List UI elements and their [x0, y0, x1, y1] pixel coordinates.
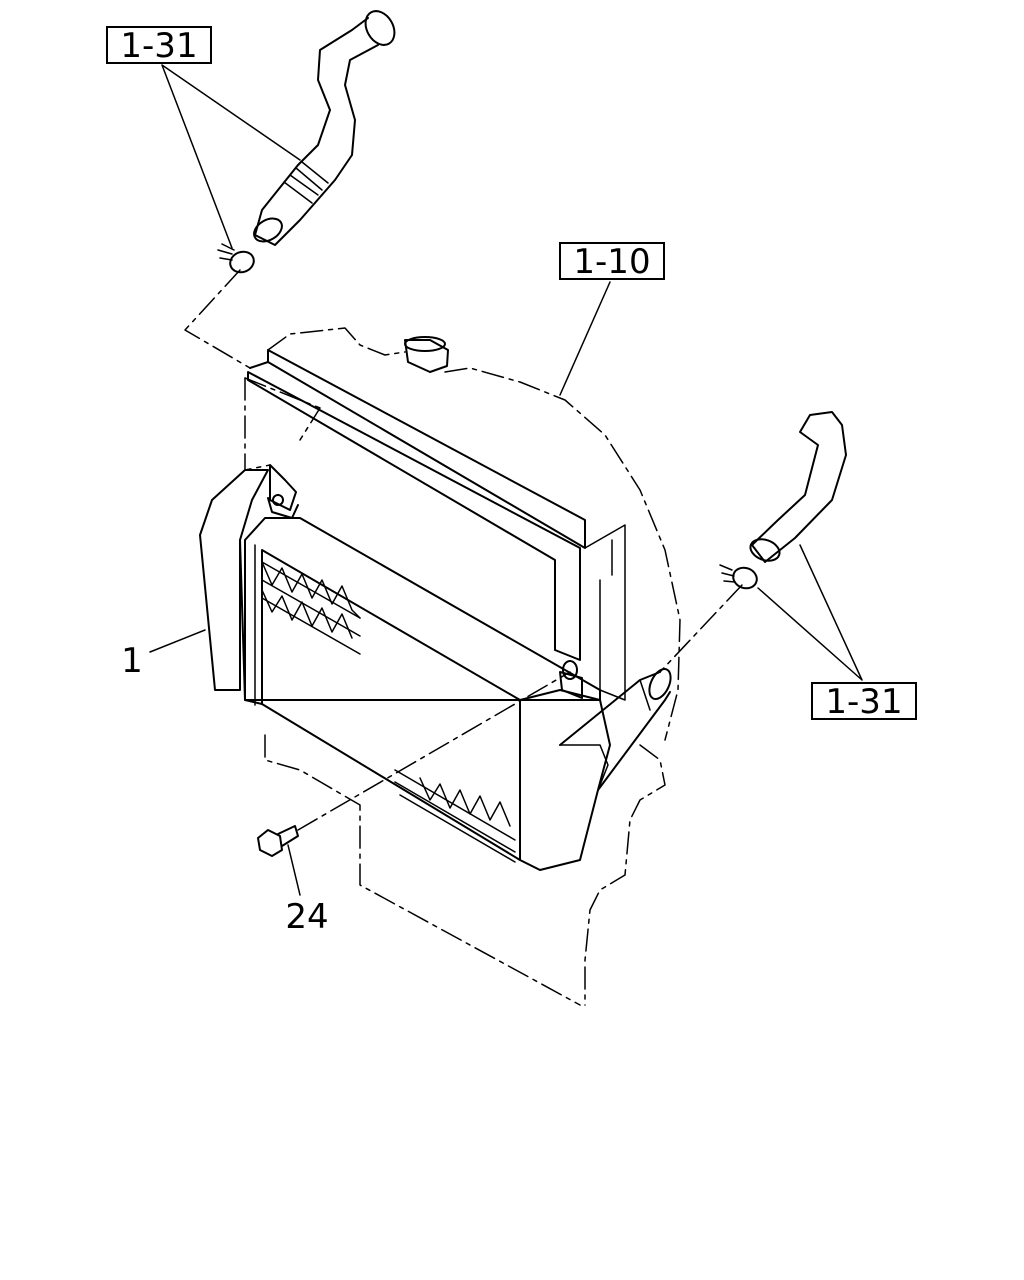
bolt — [257, 825, 299, 857]
lower-radiator-hose — [749, 411, 847, 563]
callout-lower-hose: 1-31 — [811, 682, 917, 722]
callout-radiator-label: 1-10 — [573, 242, 650, 282]
callout-lower-hose-label: 1-31 — [825, 682, 902, 722]
upper-hose-clamp — [217, 243, 255, 274]
callout-upper-hose-label: 1-31 — [120, 26, 197, 66]
lower-hose-clamp — [719, 564, 758, 590]
callout-radiator: 1-10 — [559, 242, 665, 282]
callout-upper-hose: 1-31 — [106, 26, 212, 66]
upper-radiator-hose — [253, 10, 396, 246]
part-label-radiator: 1 — [121, 641, 143, 681]
leader-lines — [149, 64, 863, 896]
part-label-bolt: 24 — [285, 897, 328, 937]
connection-lines — [184, 269, 743, 831]
radiator-assembly — [199, 336, 672, 871]
